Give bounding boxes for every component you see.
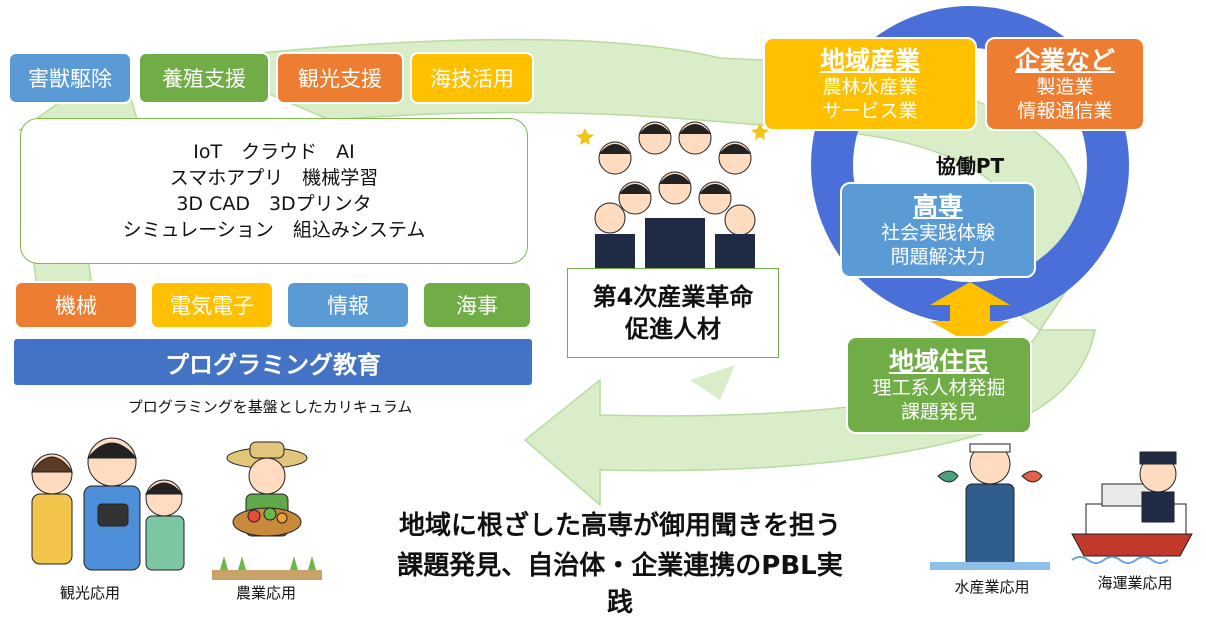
fishery-application-label: 水産業応用 <box>954 578 1030 596</box>
collaboration-pt-label: 協働PT <box>935 154 1005 178</box>
fisherman-illustration <box>930 443 1050 570</box>
company-line1: 製造業 <box>1036 75 1094 98</box>
talent-arrow <box>690 365 735 400</box>
slogan-line2: 課題発見、自治体・企業連携のPBL実践 <box>397 551 843 618</box>
field-electrical: 電気電子 <box>150 281 274 329</box>
tech-line: IoT クラウド AI <box>193 140 355 163</box>
regional-industry-line1: 農林水産業 <box>822 75 918 98</box>
residents-line1: 理工系人材発掘 <box>872 376 1006 399</box>
talent-box: 第4次産業革命 促進人材 <box>567 268 779 358</box>
tag-tourism-support: 観光支援 <box>276 52 404 104</box>
tech-line: シミュレーション 組込みシステム <box>122 219 426 242</box>
regional-industry-title: 地域産業 <box>819 45 920 75</box>
agriculture-application-label: 農業応用 <box>235 584 296 602</box>
company-title: 企業など <box>1014 45 1115 75</box>
residents-title: 地域住民 <box>888 346 989 376</box>
kosen-title: 高専 <box>912 191 963 221</box>
tag-pest-control: 害獣駆除 <box>8 52 132 104</box>
tech-line: 3D CAD 3Dプリンタ <box>176 193 372 215</box>
regional-industry-card: 地域産業 農林水産業 サービス業 <box>763 37 977 131</box>
tourism-family-illustration <box>31 437 185 571</box>
ship-captain-illustration <box>1071 451 1193 564</box>
kosen-line2: 問題解決力 <box>890 245 986 268</box>
slogan-line1: 地域に根ざした高専が御用聞きを担う <box>398 511 841 541</box>
double-arrow-graphic <box>930 282 1010 344</box>
technology-box: IoT クラウド AI スマホアプリ 機械学習 3D CAD 3Dプリンタ シミ… <box>20 118 528 264</box>
field-maritime: 海事 <box>422 281 532 329</box>
kosen-line1: 社会実践体験 <box>880 221 995 244</box>
tech-line: スマホアプリ 機械学習 <box>169 166 379 189</box>
field-mechanical: 機械 <box>14 281 138 329</box>
programming-education-bar: プログラミング教育 <box>14 339 532 385</box>
kosen-card: 高専 社会実践体験 問題解決力 <box>840 182 1036 278</box>
tourism-application-label: 観光応用 <box>59 584 120 602</box>
company-line2: 情報通信業 <box>1017 99 1113 122</box>
farmer-illustration <box>212 441 322 580</box>
residents-line2: 課題発見 <box>900 400 977 423</box>
tag-maritime-skills: 海技活用 <box>410 52 534 104</box>
field-information: 情報 <box>286 281 410 329</box>
talent-line2: 促進人材 <box>625 315 721 343</box>
students-illustration <box>576 121 769 268</box>
regional-industry-line2: サービス業 <box>822 99 918 122</box>
company-card: 企業など 製造業 情報通信業 <box>985 37 1145 131</box>
programming-caption: プログラミングを基盤としたカリキュラム <box>127 398 413 416</box>
shipping-application-label: 海運業応用 <box>1097 574 1173 592</box>
residents-card: 地域住民 理工系人材発掘 課題発見 <box>846 336 1032 434</box>
tag-aquaculture: 養殖支援 <box>138 52 270 104</box>
talent-line1: 第4次産業革命 <box>592 282 754 311</box>
